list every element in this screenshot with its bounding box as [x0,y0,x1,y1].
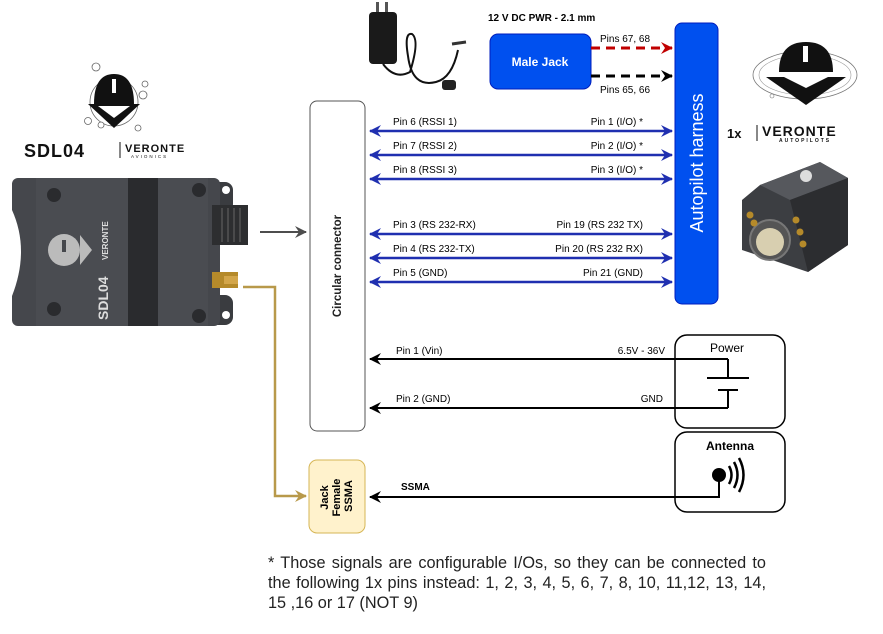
veronte-helmet-icon [84,62,149,132]
signal-line-left-label: Pin 5 (GND) [393,268,447,279]
circular-connector-box: Circular connector [309,100,366,432]
power-line-left-0: Pin 1 (Vin) [396,346,443,357]
male-jack-label: Male Jack [512,55,569,69]
jack-female-ssma-box: Jack Female SSMA [308,459,366,534]
ssma-cable [243,285,307,502]
ssma-line [369,475,720,503]
svg-text:Jack Female SSMA: Jack Female SSMA [319,476,355,517]
signal-line-right-label: Pin 1 (I/O) * [591,117,643,128]
sdl04-device-image: SDL04 VERONTE [12,178,248,326]
sdl04-brand-sub: VERONTE [125,143,185,155]
sdl04-brand-sub2: AVIONICS [131,154,168,159]
svg-text:SDL04: SDL04 [95,276,111,320]
footnote: * Those signals are configurable I/Os, s… [268,554,766,612]
pins-positive-label: Pins 67, 68 [600,34,650,45]
autopilot-harness-label: Autopilot harness [687,93,707,232]
antenna-box: Antenna [674,431,786,513]
male-jack-box: Male Jack [489,33,592,90]
autopilot-brand-prefix: 1x [727,126,742,141]
sdl04-brand-name: SDL04 [24,141,85,161]
pins-negative-label: Pins 65, 66 [600,85,650,96]
power-box-label: Power [710,341,744,355]
power-box: Power [674,334,786,429]
signal-line-right-label: Pin 20 (RS 232 RX) [555,244,643,255]
autopilot-brand-sub: AUTOPILOTS [779,138,831,144]
signal-line-left-label: Pin 4 (RS 232-TX) [393,244,475,255]
veronte-helmet-icon [752,42,858,105]
signal-line-right-label: Pin 19 (RS 232 TX) [556,220,643,231]
jack-label-line-2: SSMA [343,480,355,512]
svg-text:VERONTE: VERONTE [101,221,110,260]
power-adapter-image [369,2,467,90]
signal-line-left-label: Pin 6 (RSSI 1) [393,117,457,128]
signal-line-right-label: Pin 2 (I/O) * [591,141,643,152]
signal-lines: Pin 6 (RSSI 1) Pin 1 (I/O) * Pin 7 (RSSI 2… [369,117,673,288]
ssma-line-label: SSMA [401,482,430,493]
battery-icon [707,359,749,408]
signal-line-right-label: Pin 21 (GND) [583,268,643,279]
power-supply-title: 12 V DC PWR - 2.1 mm [488,13,595,24]
autopilot-device-image [742,162,848,272]
jack-label-line-1: Female [331,479,343,517]
power-line-right-0: 6.5V - 36V [618,346,666,357]
signal-line-left-label: Pin 7 (RSSI 2) [393,141,457,152]
signal-line-right-label: Pin 3 (I/O) * [591,165,643,176]
signal-line-left-label: Pin 3 (RS 232-RX) [393,220,476,231]
power-line-right-1: GND [641,394,663,405]
autopilot-brand-name: VERONTE [762,123,837,139]
circular-connector-label: Circular connector [332,214,344,317]
signal-line-left-label: Pin 8 (RSSI 3) [393,165,457,176]
jack-label-line-0: Jack [319,484,331,509]
power-line-left-1: Pin 2 (GND) [396,394,450,405]
antenna-box-label: Antenna [706,439,754,453]
autopilot-harness-box: Autopilot harness [674,22,719,305]
veronte-autopilot-logo: 1x VERONTE AUTOPILOTS [727,42,858,144]
sdl04-logo: SDL04 VERONTE AVIONICS [24,62,185,161]
